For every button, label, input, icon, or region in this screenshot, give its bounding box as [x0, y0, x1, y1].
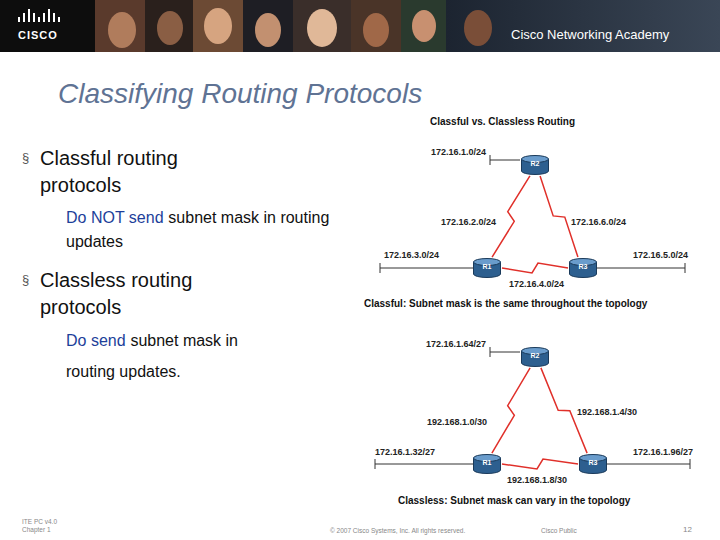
emphasis-text: Do NOT send — [66, 209, 164, 226]
serial-link — [492, 176, 530, 257]
link-network-label: 172.16.6.0/24 — [570, 217, 627, 228]
copyright-note: © 2007 Cisco Systems, Inc. All rights re… — [330, 527, 465, 534]
network-label: 172.16.1.96/27 — [632, 447, 694, 458]
link-network-label: 192.168.1.8/30 — [506, 475, 568, 486]
link-network-label: 172.16.4.0/24 — [508, 279, 565, 290]
figure-title: Classful vs. Classless Routing — [430, 116, 575, 127]
network-label: 172.16.5.0/24 — [632, 250, 689, 261]
link-network-label: 192.168.1.4/30 — [576, 407, 638, 418]
classification-note: Cisco Public — [541, 527, 577, 534]
network-label: 172.16.1.32/27 — [374, 447, 436, 458]
router-name: R3 — [579, 454, 607, 467]
serial-link — [502, 459, 578, 469]
emphasis-text: Do send — [66, 332, 126, 349]
bullet-detail: Do NOT sendsubnet mask in routing update… — [66, 206, 338, 254]
network-label: 172.16.1.64/27 — [425, 339, 487, 350]
router-icon: R1 — [473, 258, 501, 278]
router-name: R2 — [521, 347, 549, 360]
bullet-detail: Do sendsubnet mask in — [66, 329, 346, 353]
link-network-label: 172.16.2.0/24 — [440, 217, 497, 228]
figure-caption: Classful: Subnet mask is the same throug… — [364, 298, 647, 309]
page-number: 12 — [683, 525, 692, 534]
router-icon: R1 — [473, 454, 501, 474]
bullet-heading: Classless routing protocols — [40, 267, 245, 321]
academy-name: Cisco Networking Academy — [511, 27, 669, 42]
network-label: 172.16.1.0/24 — [430, 147, 487, 158]
router-icon: R2 — [521, 155, 549, 175]
bullet-marker: § — [22, 272, 29, 287]
network-label: 172.16.3.0/24 — [383, 250, 440, 261]
router-icon: R2 — [521, 347, 549, 367]
bullet-heading: Classful routing protocols — [40, 145, 245, 199]
router-name: R1 — [473, 454, 501, 467]
router-icon: R3 — [569, 258, 597, 278]
logo-wordmark: CISCO — [18, 29, 58, 41]
router-name: R3 — [569, 258, 597, 271]
footer-note: ITE PC v4.0 Chapter 1 — [22, 518, 68, 534]
serial-link — [492, 368, 530, 453]
serial-link — [502, 263, 568, 273]
router-name: R1 — [473, 258, 501, 271]
link-network-label: 192.168.1.0/30 — [426, 417, 488, 428]
router-name: R2 — [521, 155, 549, 168]
router-icon: R3 — [579, 454, 607, 474]
figure-caption: Classless: Subnet mask can vary in the t… — [398, 495, 630, 506]
bullet-text: subnet mask in — [130, 332, 238, 349]
bullet-text: routing updates. — [66, 360, 181, 384]
bullet-marker: § — [22, 150, 29, 165]
slide-title: Classifying Routing Protocols — [58, 78, 422, 110]
